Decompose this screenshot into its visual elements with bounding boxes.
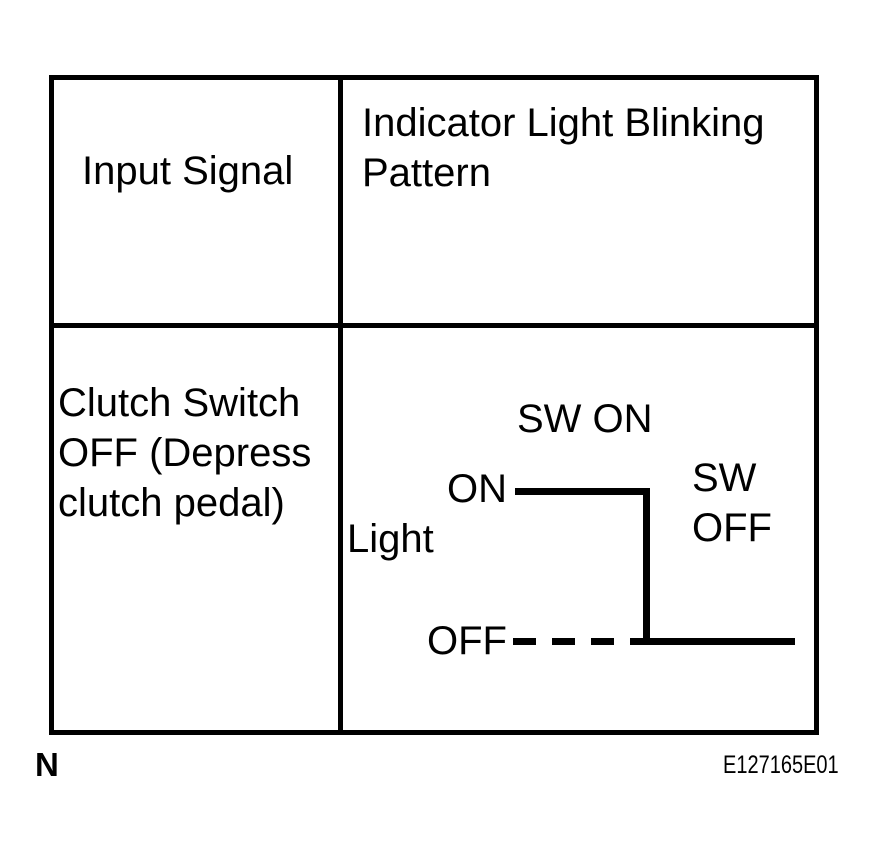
header-input-signal: Input Signal <box>82 149 294 193</box>
label-off: OFF <box>427 619 507 663</box>
label-on: ON <box>447 467 507 511</box>
table-row-divider <box>49 323 819 328</box>
label-light: Light <box>347 517 434 561</box>
figure-id: E127165E01 <box>723 751 839 779</box>
label-sw-off: SW OFF <box>692 456 772 550</box>
table-border <box>49 75 819 735</box>
cell-clutch-switch-off: Clutch Switch OFF (Depress clutch pedal) <box>58 381 323 525</box>
header-blinking-pattern: Indicator Light Blinking Pattern <box>362 101 776 195</box>
table-column-divider <box>338 75 343 735</box>
label-sw-on: SW ON <box>517 397 653 441</box>
note-mark: N <box>35 746 59 783</box>
